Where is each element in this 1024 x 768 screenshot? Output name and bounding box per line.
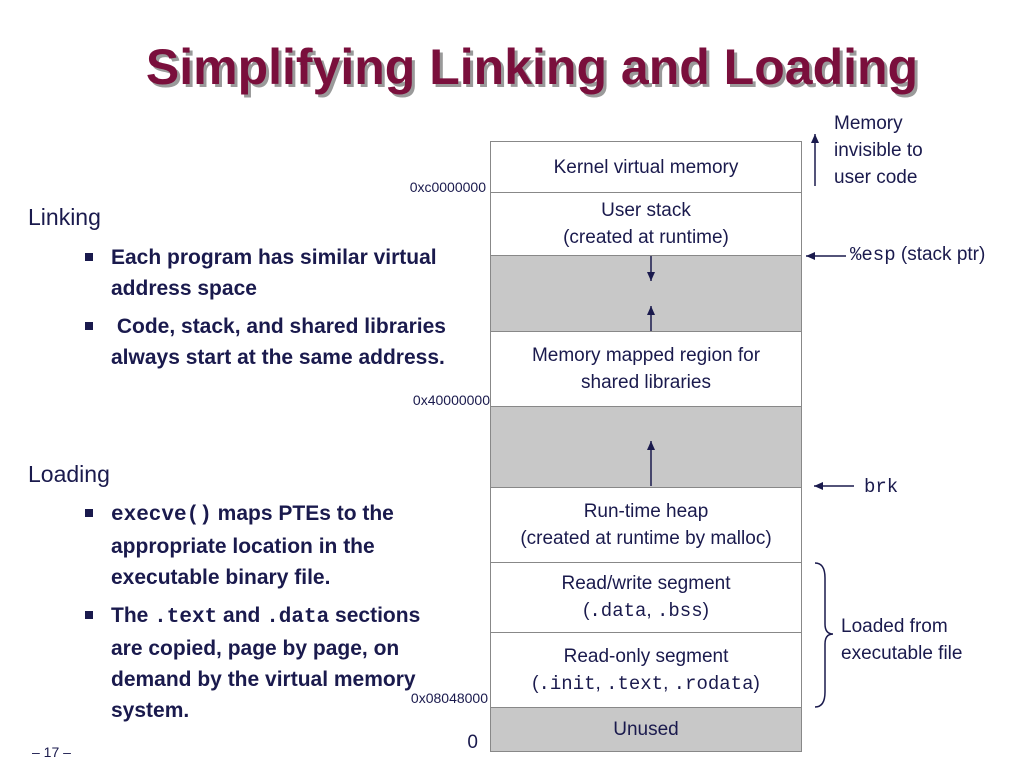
execve-code: execve() bbox=[111, 504, 212, 527]
loading-bullet-list: execve() maps PTEs to the appropriate lo… bbox=[85, 498, 451, 733]
ro-init-code: .init bbox=[538, 672, 596, 695]
rw-segment-label: Read/write segment bbox=[561, 573, 731, 594]
heap-sublabel: (created at runtime by malloc) bbox=[520, 528, 772, 549]
ro-text-code: .text bbox=[606, 672, 664, 695]
loading-bullet-2-mid: and bbox=[217, 604, 267, 627]
rw-data-code: .data bbox=[589, 600, 647, 622]
loading-bullet-1-text: maps PTEs to the appropriate location in… bbox=[111, 502, 394, 589]
unused-label: Unused bbox=[613, 719, 679, 740]
heap-gap-region bbox=[490, 406, 802, 488]
ro-separator-1: , bbox=[595, 672, 607, 694]
loaded-note-line-2: executable file bbox=[841, 643, 963, 664]
unused-region: Unused bbox=[490, 707, 802, 752]
ro-segment-region: Read-only segment (.init, .text, .rodata… bbox=[490, 632, 802, 708]
memory-invisible-note: Memory invisible to user code bbox=[834, 110, 923, 191]
bullet-square-icon bbox=[85, 253, 93, 261]
loading-bullet-2-post: sections are copied, page by page, on de… bbox=[111, 604, 421, 722]
rw-segment-region: Read/write segment (.data, .bss) bbox=[490, 562, 802, 633]
ro-separator-2: , bbox=[663, 672, 674, 694]
user-stack-label: User stack bbox=[601, 200, 691, 221]
rw-separator: , bbox=[646, 600, 657, 621]
esp-register-code: %esp bbox=[850, 244, 896, 266]
zero-address: 0 bbox=[467, 732, 478, 753]
bullet-square-icon bbox=[85, 509, 93, 517]
rw-open-paren: ( bbox=[583, 600, 590, 621]
memory-invisible-line-1: Memory bbox=[834, 113, 903, 134]
code-start-address: 0x08048000 bbox=[410, 690, 488, 706]
linking-bullet-2: Code, stack, and shared libraries always… bbox=[85, 311, 451, 373]
loading-bullet-2-pre: The bbox=[111, 604, 155, 627]
rw-close-paren: ) bbox=[702, 600, 709, 621]
mmap-region: Memory mapped region for shared librarie… bbox=[490, 331, 802, 407]
heap-region: Run-time heap (created at runtime by mal… bbox=[490, 487, 802, 563]
loading-heading: Loading bbox=[28, 461, 110, 487]
esp-annotation: %esp (stack ptr) bbox=[850, 241, 985, 269]
loaded-from-executable-note: Loaded from executable file bbox=[841, 613, 962, 667]
kernel-start-address: 0xc0000000 bbox=[409, 179, 486, 195]
linking-bullet-list: Each program has similar virtual address… bbox=[85, 242, 451, 380]
linking-bullet-1-text: Each program has similar virtual address… bbox=[111, 246, 437, 300]
bullet-square-icon bbox=[85, 611, 93, 619]
data-section-code: .data bbox=[266, 606, 330, 629]
mmap-start-address: 0x40000000 bbox=[412, 392, 490, 408]
bullet-square-icon bbox=[85, 322, 93, 330]
user-stack-region: User stack (created at runtime) bbox=[490, 192, 802, 256]
mmap-sublabel: shared libraries bbox=[581, 372, 711, 393]
loaded-brace-icon bbox=[814, 562, 834, 708]
kernel-memory-label: Kernel virtual memory bbox=[553, 156, 739, 178]
linking-heading: Linking bbox=[28, 204, 101, 230]
stack-gap-region bbox=[490, 255, 802, 332]
heap-label: Run-time heap bbox=[583, 501, 709, 522]
slide-title: Simplifying Linking and Loading bbox=[145, 39, 919, 95]
ro-rodata-code: .rodata bbox=[673, 672, 754, 695]
slide-number: – 17 – bbox=[32, 744, 71, 760]
rw-segment-sections: (.data, .bss) bbox=[583, 597, 709, 625]
mmap-label: Memory mapped region for bbox=[531, 345, 761, 366]
rw-bss-code: .bss bbox=[656, 600, 703, 622]
memory-invisible-line-3: user code bbox=[834, 167, 918, 188]
brk-annotation: brk bbox=[864, 473, 898, 501]
ro-close-paren: ) bbox=[753, 672, 760, 694]
linking-bullet-1: Each program has similar virtual address… bbox=[85, 242, 451, 304]
memory-invisible-line-2: invisible to bbox=[834, 140, 923, 161]
loaded-note-line-1: Loaded from bbox=[841, 616, 948, 637]
brk-code: brk bbox=[864, 476, 899, 498]
loading-bullet-1: execve() maps PTEs to the appropriate lo… bbox=[85, 498, 451, 593]
user-stack-sublabel: (created at runtime) bbox=[563, 227, 729, 248]
ro-open-paren: ( bbox=[532, 672, 539, 694]
kernel-memory-region: Kernel virtual memory bbox=[490, 141, 802, 193]
ro-segment-sections: (.init, .text, .rodata) bbox=[532, 670, 760, 698]
esp-description: (stack ptr) bbox=[895, 244, 986, 265]
text-section-code: .text bbox=[154, 606, 218, 629]
loading-bullet-2: The .text and .data sections are copied,… bbox=[85, 600, 451, 726]
ro-segment-label: Read-only segment bbox=[563, 645, 729, 667]
linking-bullet-2-text: Code, stack, and shared libraries always… bbox=[111, 315, 452, 369]
